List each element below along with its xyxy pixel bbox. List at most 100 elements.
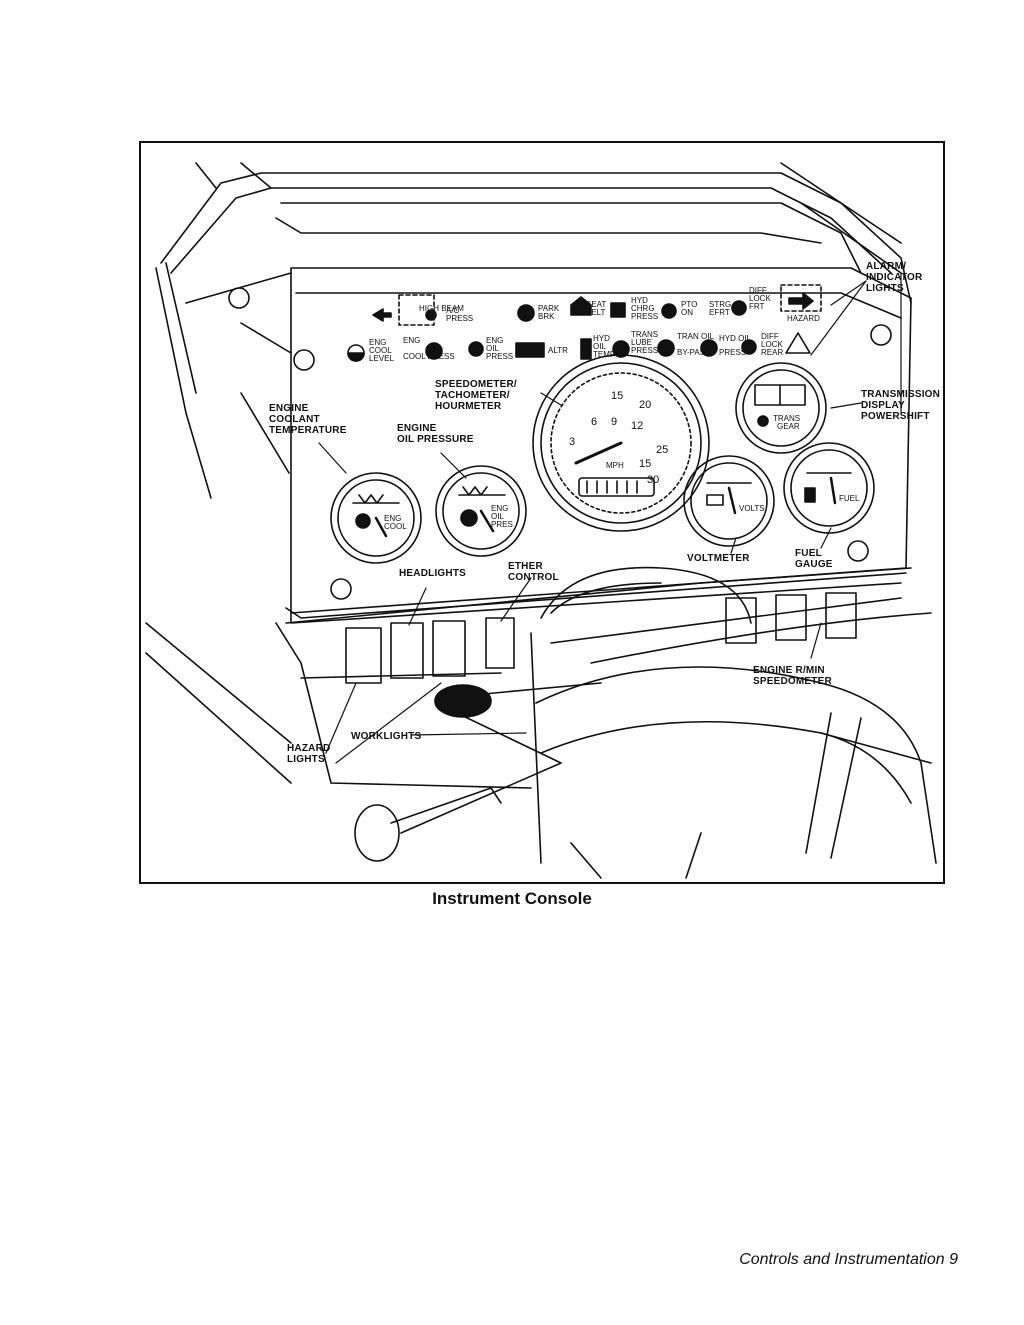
panel-screw-icon	[847, 540, 869, 562]
svg-text:LOCK: LOCK	[749, 294, 771, 303]
svg-text:ON: ON	[681, 308, 693, 317]
svg-text:TEMP: TEMP	[593, 350, 615, 359]
svg-text:TRAN OIL: TRAN OIL	[677, 332, 714, 341]
svg-text:ENG: ENG	[384, 514, 401, 523]
headlights-callout: HEADLIGHTS	[399, 568, 466, 579]
svg-text:PARK: PARK	[538, 304, 560, 313]
svg-text:30: 30	[647, 474, 659, 486]
svg-text:ENG: ENG	[491, 504, 508, 513]
svg-text:9: 9	[611, 416, 617, 428]
svg-text:PRES: PRES	[491, 520, 513, 529]
svg-text:ENG: ENG	[403, 336, 420, 345]
svg-text:6: 6	[591, 416, 597, 428]
svg-text:BELT: BELT	[586, 308, 606, 317]
svg-text:FUEL: FUEL	[839, 494, 860, 503]
footer-page-number: 9	[949, 1251, 958, 1268]
hazard-lights-callout: HAZARD LIGHTS	[287, 743, 331, 765]
panel-screw-icon	[870, 324, 892, 346]
ether-control-callout: ETHER CONTROL	[508, 561, 559, 583]
svg-text:20: 20	[639, 399, 651, 411]
engine-rmin-callout: ENGINE R/MIN SPEEDOMETER	[753, 665, 832, 687]
coolant-gauge: ENG COOL	[330, 472, 422, 564]
svg-text:VOLTS: VOLTS	[739, 504, 765, 513]
svg-text:HIGH BEAM: HIGH BEAM	[419, 304, 464, 313]
indicator-row-2: ENG COOL LEVEL ENG COOL PRESS ENG OIL PR…	[347, 330, 783, 363]
oil-pressure-callout: ENGINE OIL PRESSURE	[397, 423, 474, 445]
worklights-callout: WORKLIGHTS	[351, 731, 422, 742]
transmission-display: TRANS GEAR	[735, 362, 827, 454]
footer-section-title: Controls and Instrumentation	[739, 1251, 945, 1268]
speedometer-gauge: 15 6 9 12 20 25 3 15 30 MPH	[532, 354, 710, 532]
figure-caption: Instrument Console	[432, 889, 592, 908]
svg-text:HYD: HYD	[593, 334, 610, 343]
voltmeter-callout: VOLTMETER	[687, 553, 750, 564]
svg-text:PTO: PTO	[681, 300, 697, 309]
steering-wheel	[535, 666, 937, 879]
instrument-console-illustration: HIGH BEAM A/C PRESS PARK BRK SEAT BELT H…	[145, 162, 937, 879]
panel-screw-icon	[330, 578, 352, 600]
svg-text:PRESS: PRESS	[631, 312, 658, 321]
svg-text:PRESS: PRESS	[631, 346, 658, 355]
svg-text:TRANS: TRANS	[631, 330, 658, 339]
svg-text:STRG: STRG	[709, 300, 731, 309]
svg-text:HYD: HYD	[631, 296, 648, 305]
svg-text:PRESS: PRESS	[719, 348, 746, 357]
svg-text:LEVEL: LEVEL	[369, 354, 394, 363]
svg-text:HAZARD: HAZARD	[787, 314, 820, 323]
panel-screw-icon	[293, 349, 315, 371]
figure-frame: HIGH BEAM A/C PRESS PARK BRK SEAT BELT H…	[139, 141, 945, 884]
svg-text:15: 15	[639, 458, 651, 470]
svg-text:BY-PASS: BY-PASS	[677, 348, 710, 357]
indicator-row-1: HIGH BEAM A/C PRESS PARK BRK SEAT BELT H…	[372, 284, 822, 354]
svg-text:ALTR: ALTR	[548, 346, 568, 355]
svg-text:A/C: A/C	[446, 306, 460, 315]
console-switch[interactable]	[825, 592, 857, 639]
panel-screw-icon	[228, 287, 250, 309]
fuel-gauge: FUEL	[783, 442, 875, 534]
svg-text:MPH: MPH	[606, 461, 624, 470]
speedometer-callout: SPEEDOMETER/ TACHOMETER/ HOURMETER	[435, 379, 517, 412]
svg-text:LOCK: LOCK	[761, 340, 783, 349]
page-footer: Controls and Instrumentation 9	[739, 1251, 958, 1269]
svg-text:OIL: OIL	[491, 512, 504, 521]
svg-text:REAR: REAR	[761, 348, 783, 357]
svg-text:OIL: OIL	[593, 342, 606, 351]
svg-text:3: 3	[569, 436, 575, 448]
svg-text:DIFF: DIFF	[749, 286, 767, 295]
svg-text:SEAT: SEAT	[586, 300, 606, 309]
svg-text:25: 25	[656, 444, 668, 456]
svg-text:DIFF: DIFF	[761, 332, 779, 341]
svg-text:COOL PRESS: COOL PRESS	[403, 352, 455, 361]
oil-pressure-gauge: ENG OIL PRES	[435, 465, 527, 557]
svg-text:ENG: ENG	[369, 338, 386, 347]
svg-text:COOL: COOL	[369, 346, 392, 355]
callout-leaders	[318, 272, 902, 764]
svg-text:OIL: OIL	[486, 344, 499, 353]
svg-text:BRK: BRK	[538, 312, 555, 321]
console-hood	[145, 162, 912, 744]
steering-column	[354, 566, 932, 864]
fuel-gauge-callout: FUEL GAUGE	[795, 548, 833, 570]
voltmeter-gauge: VOLTS	[683, 455, 775, 547]
alarm-indicator-callout: ALARM/ INDICATOR LIGHTS	[866, 261, 923, 294]
hazard-switch[interactable]	[345, 627, 382, 684]
svg-text:15: 15	[611, 390, 623, 402]
coolant-temperature-callout: ENGINE COOLANT TEMPERATURE	[269, 403, 347, 436]
svg-text:PRESS: PRESS	[446, 314, 473, 323]
transmission-callout: TRANSMISSION DISPLAY POWERSHIFT	[861, 389, 941, 422]
svg-text:TRANS: TRANS	[773, 414, 800, 423]
svg-text:EFRT: EFRT	[709, 308, 730, 317]
svg-text:CHRG: CHRG	[631, 304, 655, 313]
worklight-switch[interactable]	[432, 620, 466, 677]
console-switch[interactable]	[775, 594, 807, 641]
headlight-switch[interactable]	[390, 622, 424, 679]
svg-text:ENG: ENG	[486, 336, 503, 345]
lower-console	[145, 567, 912, 789]
svg-text:LUBE: LUBE	[631, 338, 652, 347]
svg-text:HYD OIL: HYD OIL	[719, 334, 752, 343]
svg-text:COOL: COOL	[384, 522, 407, 531]
svg-text:PRESS: PRESS	[486, 352, 513, 361]
svg-text:GEAR: GEAR	[777, 422, 800, 431]
instrument-panel	[185, 267, 912, 624]
ether-switch[interactable]	[485, 617, 515, 669]
